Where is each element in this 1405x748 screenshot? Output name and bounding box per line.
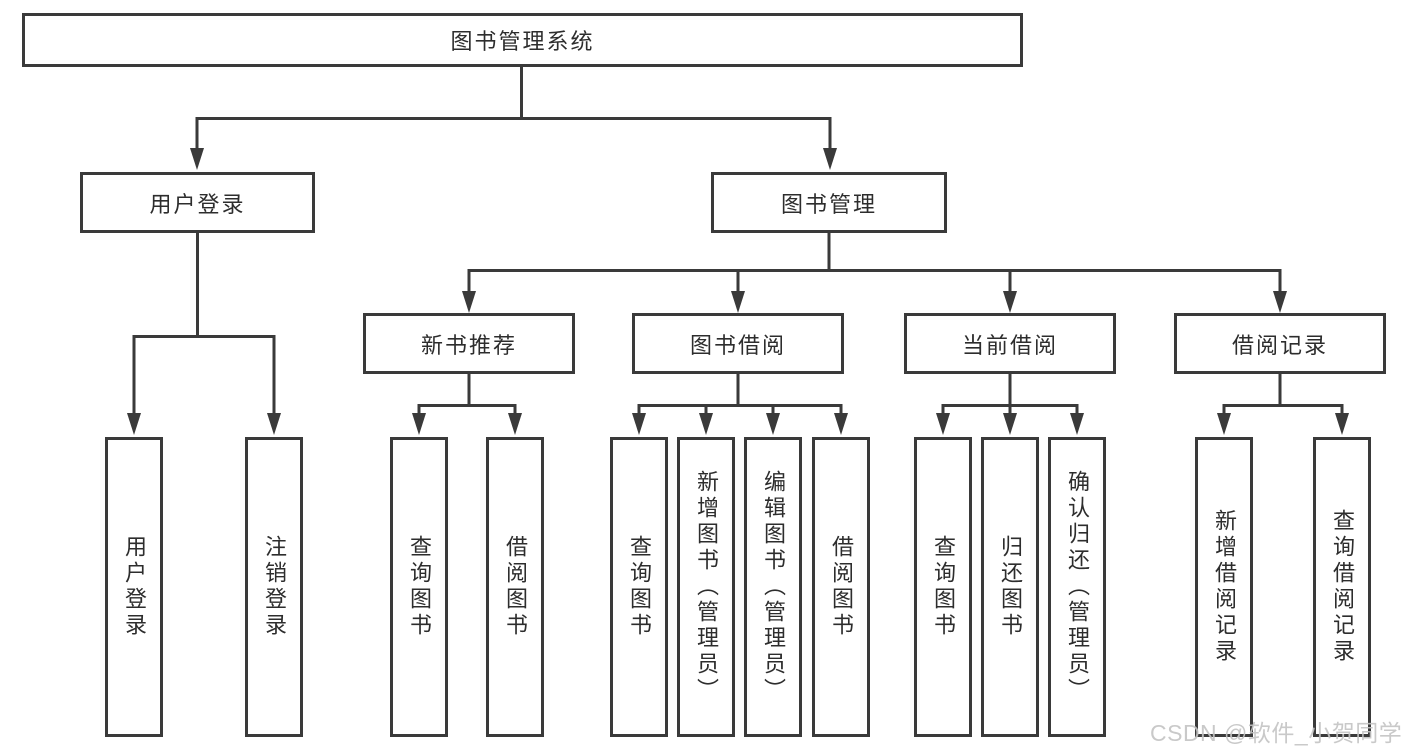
leaf-query-books-2: 查询图书: [610, 437, 668, 737]
node-user-login: 用户登录: [80, 172, 315, 233]
node-new-book-recommend: 新书推荐: [363, 313, 575, 374]
leaf-borrow-books-2: 借阅图书: [812, 437, 870, 737]
node-borrowing-records: 借阅记录: [1174, 313, 1386, 374]
connector-new-book-recommend-to-leaves: [417, 374, 517, 416]
leaf-add-borrow-record: 新增借阅记录: [1195, 437, 1253, 737]
node-book-borrowing: 图书借阅: [632, 313, 844, 374]
leaf-confirm-return-admin: 确认归还（管理员）: [1048, 437, 1106, 737]
node-library-system: 图书管理系统: [22, 13, 1023, 67]
leaf-borrow-books-1: 借阅图书: [486, 437, 544, 737]
connector-book-borrowing-to-leaves: [637, 374, 843, 416]
leaf-logout: 注销登录: [245, 437, 303, 737]
watermark-text: CSDN @软件_小贺同学: [1150, 720, 1403, 746]
connector-root-to-level2: [195, 67, 832, 150]
connector-user-login-to-leaves: [132, 233, 276, 416]
leaf-return-books: 归还图书: [981, 437, 1039, 737]
node-current-borrowing: 当前借阅: [904, 313, 1116, 374]
leaf-edit-book-admin: 编辑图书（管理员）: [744, 437, 802, 737]
leaf-query-books-3: 查询图书: [914, 437, 972, 737]
connector-book-management-to-level3: [467, 233, 1282, 293]
leaf-user-login: 用户登录: [105, 437, 163, 737]
connector-borrowing-records-to-leaves: [1222, 374, 1344, 416]
node-book-management: 图书管理: [711, 172, 947, 233]
connector-current-borrowing-to-leaves: [941, 374, 1079, 416]
leaf-query-books-1: 查询图书: [390, 437, 448, 737]
arrowheads: [127, 148, 1349, 435]
leaf-query-borrow-record: 查询借阅记录: [1313, 437, 1371, 737]
leaf-add-book-admin: 新增图书（管理员）: [677, 437, 735, 737]
